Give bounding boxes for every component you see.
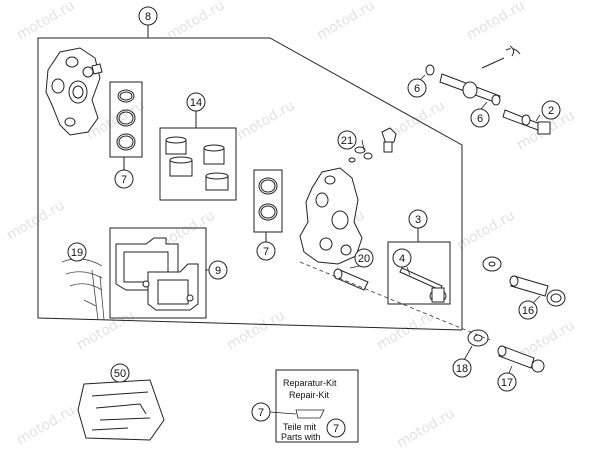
watermark: motod.ru	[14, 0, 78, 43]
callout-16: 16	[518, 300, 538, 320]
svg-text:16: 16	[522, 305, 534, 317]
svg-text:2: 2	[548, 105, 554, 117]
callout-6: 6	[407, 78, 427, 98]
callout-7: 7	[326, 418, 346, 438]
manual-booklet-icon	[77, 366, 165, 441]
bleeder-valve-icon	[348, 127, 397, 163]
callout-4: 4	[392, 248, 412, 268]
watermark: motod.ru	[164, 0, 228, 43]
svg-text:3: 3	[415, 214, 421, 226]
callouts: 8 6 6 2 14 21 7 7 3 4 20 19 9 16 18 17 5…	[67, 6, 561, 438]
watermark: motod.ru	[4, 197, 68, 243]
svg-text:6: 6	[414, 83, 420, 95]
callout-14: 14	[186, 92, 206, 112]
kit-label-line3: Teile mit	[283, 422, 317, 432]
kit-label-line4: Parts with	[281, 432, 321, 442]
watermark: motod.ru	[224, 307, 288, 353]
svg-text:21: 21	[341, 135, 353, 147]
axle-sleeve-set	[467, 256, 566, 373]
svg-text:4: 4	[399, 253, 405, 265]
callout-7: 7	[256, 241, 276, 261]
brake-pad-set	[109, 227, 207, 319]
callout-18: 18	[452, 358, 472, 378]
svg-text:7: 7	[258, 407, 264, 419]
callout-8: 8	[138, 6, 158, 26]
callout-6: 6	[470, 108, 490, 128]
callout-17: 17	[497, 372, 517, 392]
piston-set	[159, 110, 237, 201]
pad-spring-icon	[61, 258, 105, 321]
callout-7: 7	[114, 169, 134, 189]
guide-pin-set	[387, 228, 451, 305]
repair-kit-box: Reparatur-Kit Repair-Kit Teile mit Parts…	[275, 369, 359, 443]
mounting-bolt-assembly	[425, 45, 551, 135]
svg-text:7: 7	[263, 246, 269, 258]
watermark: motod.ru	[74, 307, 138, 353]
caliper-half-icon	[299, 167, 363, 265]
assembly-axis-line	[299, 261, 491, 341]
watermark: motod.ru	[454, 207, 518, 253]
callout-7: 7	[251, 402, 271, 422]
svg-text:19: 19	[71, 247, 83, 259]
watermark: motod.ru	[394, 405, 458, 451]
svg-text:8: 8	[145, 11, 151, 23]
seal-ring-set	[109, 81, 143, 170]
svg-text:50: 50	[114, 368, 126, 380]
watermark: motod.ru	[234, 97, 298, 143]
kit-label-line1: Reparatur-Kit	[283, 378, 337, 388]
callout-21: 21	[337, 130, 357, 150]
svg-text:7: 7	[121, 174, 127, 186]
svg-text:6: 6	[477, 113, 483, 125]
callout-20: 20	[354, 248, 374, 268]
watermark: motod.ru	[314, 0, 378, 43]
callout-3: 3	[408, 209, 428, 229]
watermark: motod.ru	[14, 402, 78, 448]
seal-ring-set	[253, 169, 283, 242]
svg-text:9: 9	[215, 265, 221, 277]
svg-text:14: 14	[190, 97, 202, 109]
sleeve-icon	[333, 268, 369, 291]
svg-text:17: 17	[501, 377, 513, 389]
caliper-body-icon	[45, 47, 103, 136]
watermark: motod.ru	[464, 0, 528, 43]
kit-pad-icon	[295, 409, 325, 419]
callout-19: 19	[67, 242, 87, 262]
assembly-outline	[37, 22, 463, 331]
kit-label-line2: Repair-Kit	[289, 390, 330, 400]
callout-2: 2	[541, 100, 561, 120]
svg-text:7: 7	[333, 423, 339, 435]
callout-50: 50	[110, 363, 130, 383]
svg-text:18: 18	[456, 363, 468, 375]
callout-9: 9	[208, 260, 228, 280]
watermark: motod.ru	[374, 307, 438, 353]
svg-text:20: 20	[358, 253, 370, 265]
